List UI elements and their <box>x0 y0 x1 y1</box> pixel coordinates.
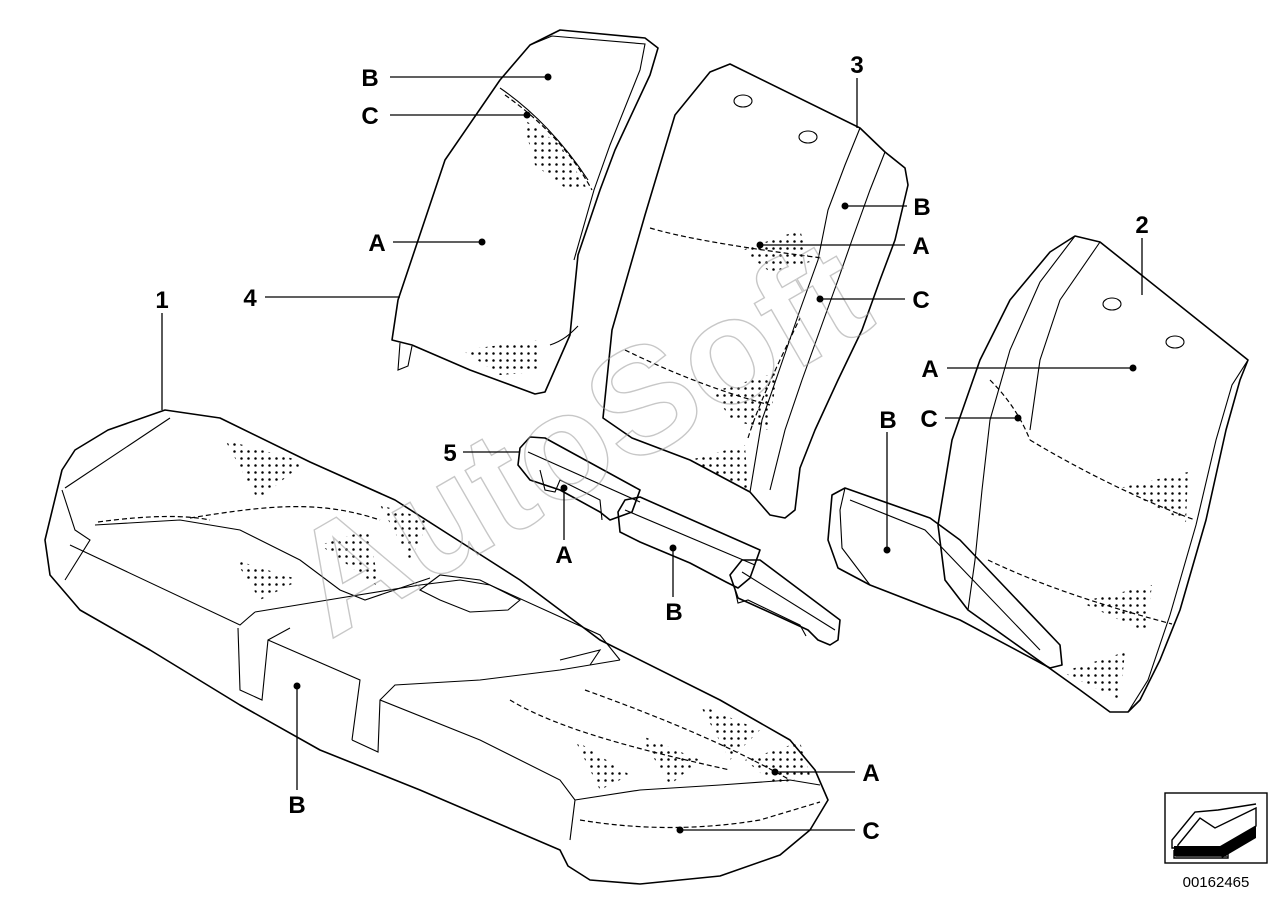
callout-part5-b: B <box>665 599 682 626</box>
callout-part4-a: A <box>368 230 385 257</box>
backrest-cover-center <box>602 63 909 519</box>
callout-part2-b: B <box>879 407 896 434</box>
callout-part1-c: C <box>862 818 879 845</box>
part-number-1: 1 <box>155 287 168 314</box>
callout-part4-b: B <box>361 65 378 92</box>
watermark-text: AutoSoft <box>262 206 894 668</box>
leader-lines <box>161 73 1143 834</box>
callout-part1-b: B <box>288 792 305 819</box>
orientation-arrow-icon <box>1164 792 1268 864</box>
callout-part3-c: C <box>912 287 929 314</box>
backrest-cover-right <box>937 235 1249 713</box>
callout-part3-b: B <box>913 194 930 221</box>
part-number-3: 3 <box>850 52 863 79</box>
backrest-cover-narrow <box>391 29 659 395</box>
callout-part3-a: A <box>912 233 929 260</box>
callout-part5-a: A <box>555 542 572 569</box>
callout-part2-c: C <box>920 406 937 433</box>
part-number-5: 5 <box>443 440 456 467</box>
callout-part1-a: A <box>862 760 879 787</box>
side-bolster-right <box>827 487 1063 669</box>
part-number-2: 2 <box>1135 212 1148 239</box>
part-number-4: 4 <box>243 285 257 312</box>
callout-part4-c: C <box>361 103 378 130</box>
callout-part2-a: A <box>921 356 938 383</box>
center-bolsters <box>517 436 841 646</box>
document-number: 00162465 <box>1183 874 1250 891</box>
